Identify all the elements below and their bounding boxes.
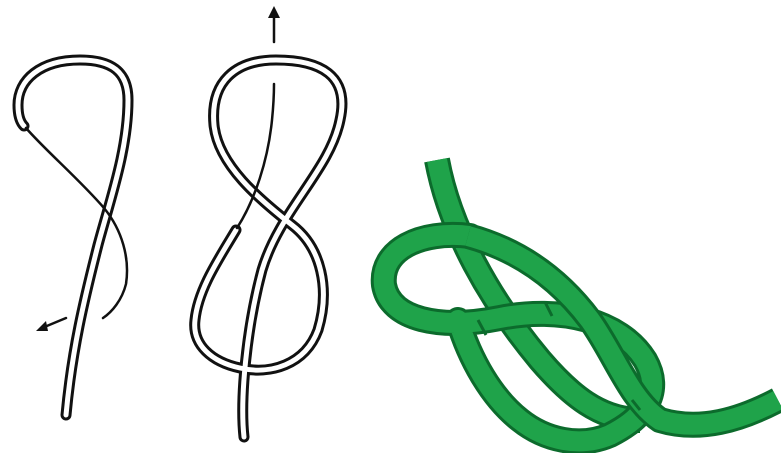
step-1-working-end bbox=[26, 128, 127, 318]
up-arrow-icon bbox=[268, 6, 280, 42]
step-3-panel bbox=[384, 160, 778, 441]
green-rope-standing-part bbox=[437, 160, 640, 420]
step-2-rope bbox=[195, 60, 342, 437]
step-1-rope bbox=[18, 60, 128, 415]
green-rope bbox=[384, 160, 778, 441]
left-arrow-icon bbox=[36, 318, 66, 331]
step-1-panel bbox=[18, 60, 128, 415]
step-2-panel bbox=[195, 6, 342, 437]
